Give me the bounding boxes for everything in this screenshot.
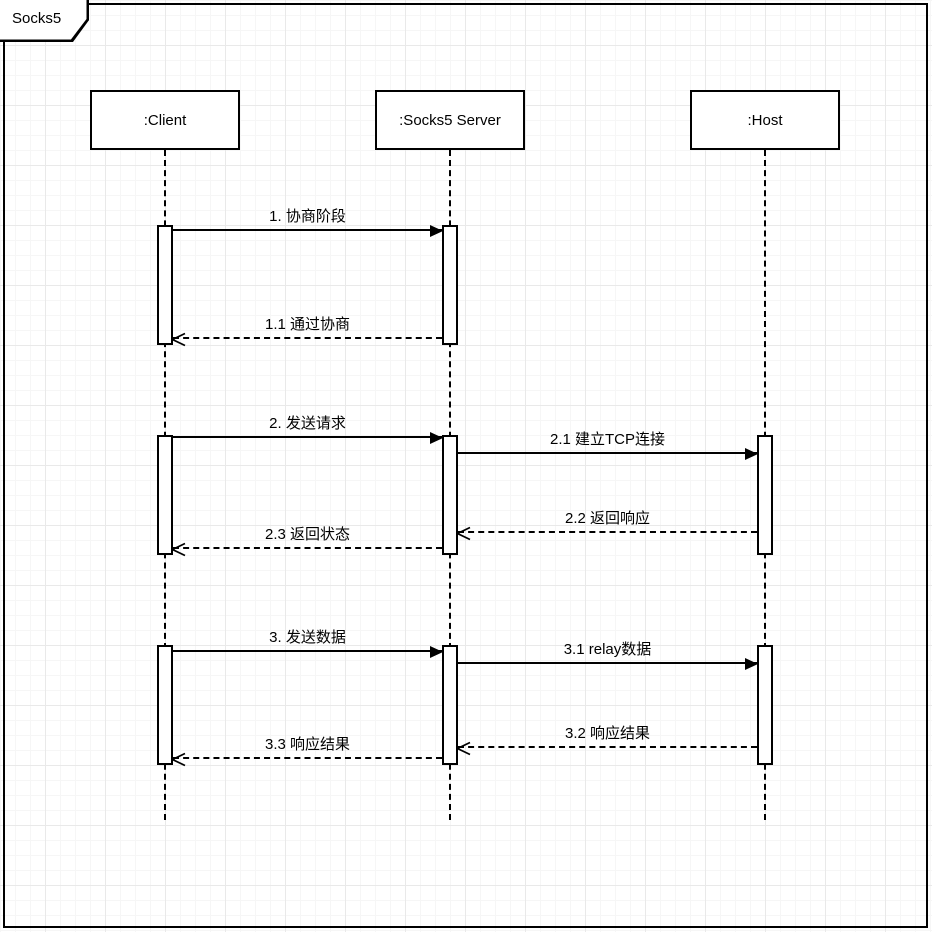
message-1-1-label: 1.1 通过协商 (264, 316, 351, 333)
activation-client-3[interactable] (157, 645, 173, 765)
actor-socks5-server[interactable]: :Socks5 Server (375, 90, 525, 150)
message-2-3[interactable]: 2.3 返回状态 (170, 525, 442, 557)
message-2-3-line (173, 547, 442, 549)
activation-client-2[interactable] (157, 435, 173, 555)
frame-label-pentagon-fill (0, 0, 87, 40)
message-2-1[interactable]: 2.1 建立TCP连接 (458, 430, 758, 460)
message-3-3[interactable]: 3.3 响应结果 (170, 735, 442, 767)
activation-host-2[interactable] (757, 435, 773, 555)
actor-socks5-server-name: :Socks5 Server (399, 111, 501, 129)
message-2-2-label: 2.2 返回响应 (564, 510, 651, 527)
message-2-label: 2. 发送请求 (269, 415, 346, 432)
message-2[interactable]: 2. 发送请求 (173, 414, 443, 444)
open-arrowhead-icon (170, 542, 186, 557)
filled-arrowhead-icon (430, 432, 443, 444)
message-3-2-line (458, 746, 757, 748)
message-2-1-label: 2.1 建立TCP连接 (549, 431, 666, 448)
activation-server-2[interactable] (442, 435, 458, 555)
frame-title-text: Socks5 (12, 10, 62, 27)
actor-host[interactable]: :Host (690, 90, 840, 150)
open-arrowhead-icon (170, 332, 186, 347)
message-1-line (173, 229, 442, 231)
frame-title-label[interactable]: Socks5 (0, 0, 89, 42)
message-2-2[interactable]: 2.2 返回响应 (455, 509, 757, 541)
message-3-1-label: 3.1 relay数据 (563, 641, 652, 658)
open-arrowhead-icon (455, 741, 471, 756)
filled-arrowhead-icon (430, 646, 443, 658)
message-2-3-label: 2.3 返回状态 (264, 526, 351, 543)
sequence-frame (3, 3, 928, 928)
message-3[interactable]: 3. 发送数据 (173, 628, 443, 658)
activation-client-1[interactable] (157, 225, 173, 345)
message-3-1[interactable]: 3.1 relay数据 (458, 640, 758, 670)
message-2-2-line (458, 531, 757, 533)
message-1-label: 1. 协商阶段 (269, 208, 346, 225)
message-3-label: 3. 发送数据 (269, 629, 346, 646)
message-3-3-label: 3.3 响应结果 (264, 736, 351, 753)
message-3-line (173, 650, 442, 652)
message-1-1[interactable]: 1.1 通过协商 (170, 315, 442, 347)
activation-server-1[interactable] (442, 225, 458, 345)
message-3-2-label: 3.2 响应结果 (564, 725, 651, 742)
message-2-line (173, 436, 442, 438)
message-1[interactable]: 1. 协商阶段 (173, 207, 443, 237)
activation-server-3[interactable] (442, 645, 458, 765)
message-1-1-line (173, 337, 442, 339)
message-2-1-line (458, 452, 757, 454)
activation-host-3[interactable] (757, 645, 773, 765)
actor-client-name: :Client (143, 111, 187, 129)
message-3-3-line (173, 757, 442, 759)
actor-host-name: :Host (747, 111, 783, 129)
filled-arrowhead-icon (745, 658, 758, 670)
open-arrowhead-icon (170, 752, 186, 767)
filled-arrowhead-icon (430, 225, 443, 237)
filled-arrowhead-icon (745, 448, 758, 460)
actor-client[interactable]: :Client (90, 90, 240, 150)
message-3-2[interactable]: 3.2 响应结果 (455, 724, 757, 756)
message-3-1-line (458, 662, 757, 664)
open-arrowhead-icon (455, 526, 471, 541)
